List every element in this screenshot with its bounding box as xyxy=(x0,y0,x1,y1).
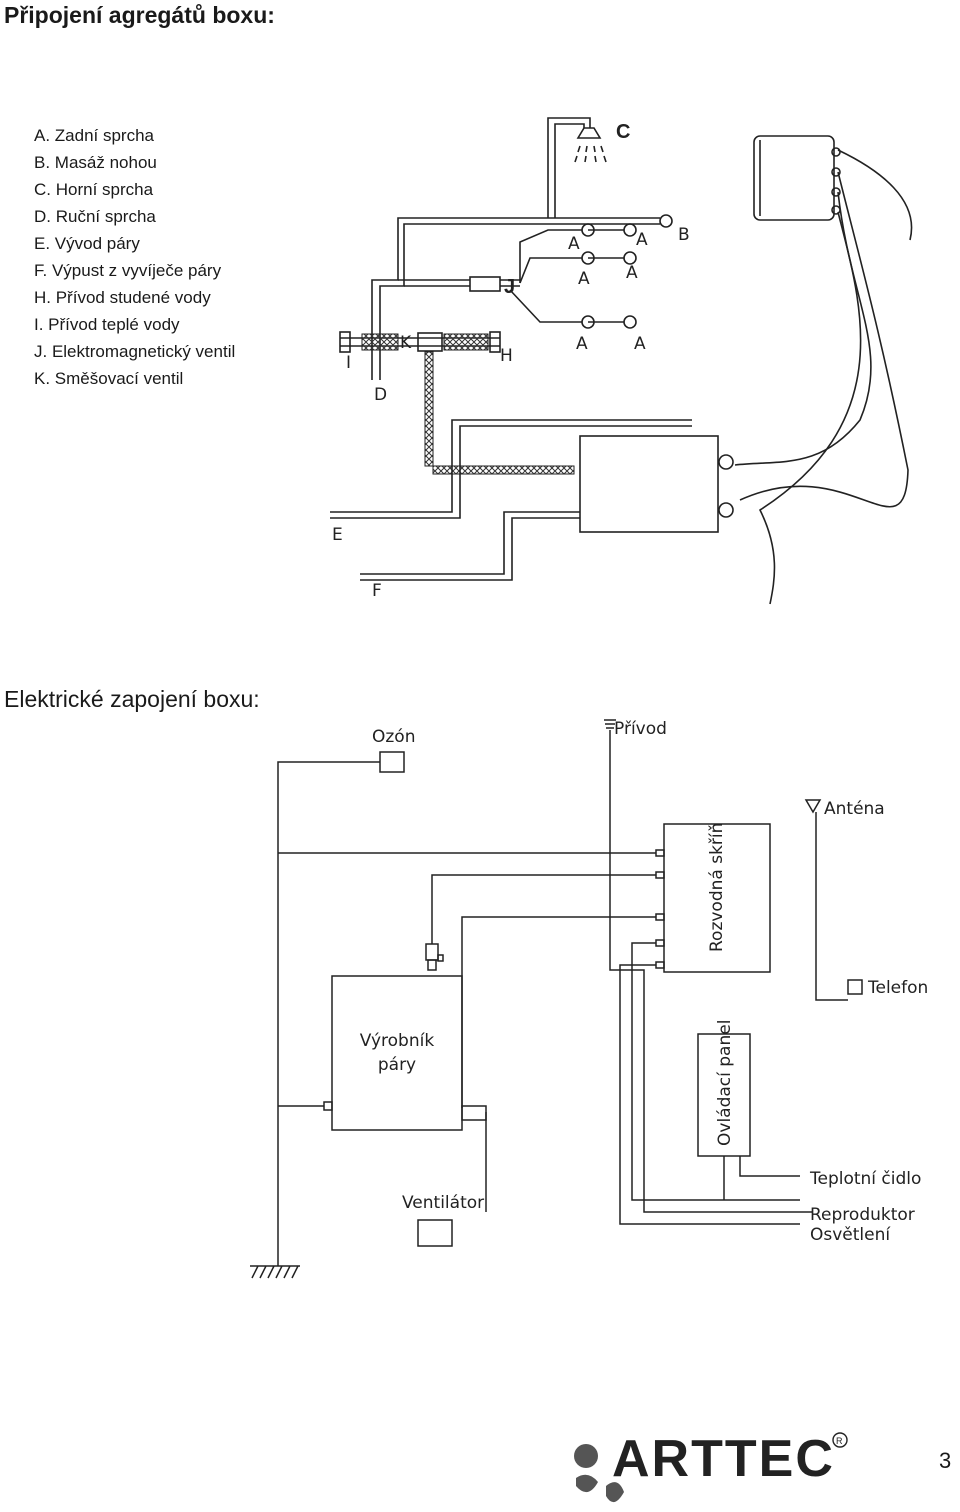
legend-item: I. Přívod teplé vody xyxy=(34,315,180,334)
label-a: A xyxy=(634,334,646,354)
pipe-steam-drain xyxy=(360,511,580,581)
label-b: B xyxy=(678,225,690,245)
label-temperature-sensor: Teplotní čidlo xyxy=(809,1169,921,1189)
label-control-panel: Ovládací panel xyxy=(715,1020,735,1146)
label-k: K xyxy=(400,333,412,353)
junction-box-icon xyxy=(753,135,835,221)
label-supply: Přívod xyxy=(614,719,667,739)
supply-icon xyxy=(604,719,616,729)
brand-logo: R ARTTEC xyxy=(574,1430,848,1503)
fan-box xyxy=(417,1219,453,1247)
label-a: A xyxy=(626,263,638,283)
pipe-steam-outlet xyxy=(330,419,692,519)
label-a: A xyxy=(636,230,648,250)
legend-item: J. Elektromagnetický ventil xyxy=(34,342,236,361)
label-a: A xyxy=(578,269,590,289)
label-antenna: Anténa xyxy=(824,799,885,819)
pipe-foot-massage xyxy=(397,217,660,258)
brand-wordmark: ARTTEC xyxy=(612,1430,835,1488)
label-speaker: Reproduktor xyxy=(810,1205,915,1225)
pipe-rear-shower xyxy=(519,229,582,283)
legend-item: K. Směšovací ventil xyxy=(34,369,184,388)
label-i: I xyxy=(346,353,351,373)
label-lighting: Osvětlení xyxy=(810,1225,891,1245)
label-f: F xyxy=(372,581,382,601)
legend-list: A. Zadní sprcha B. Masáž nohou C. Horní … xyxy=(34,122,235,392)
page-title: Připojení agregátů boxu: xyxy=(4,2,275,28)
legend-item: A. Zadní sprcha xyxy=(34,126,155,145)
label-telephone: Telefon xyxy=(867,978,928,998)
telephone-box xyxy=(847,979,863,995)
legend-item: F. Výpust z vyvíječe páry xyxy=(34,261,222,280)
steam-generator xyxy=(579,435,719,533)
legend-item: B. Masáž nohou xyxy=(34,153,157,172)
electrical-diagram: Ozón Přívod Anténa Rozvodná skříň Telefo… xyxy=(250,719,928,1279)
page-number: 3 xyxy=(939,1448,952,1473)
pipe-upper-shower xyxy=(547,117,591,218)
plumbing-diagram: C A A B A A J K A A I H D E F xyxy=(330,117,913,605)
label-c: C xyxy=(616,121,630,143)
ground-icon xyxy=(250,1265,300,1279)
label-a: A xyxy=(568,234,580,254)
steam-generator-box xyxy=(331,975,463,1131)
legend-item: E. Vývod páry xyxy=(34,234,140,253)
mixing-valve xyxy=(417,332,443,352)
label-a: A xyxy=(576,334,588,354)
legend-item: H. Přívod studené vody xyxy=(34,288,211,307)
legend-item: C. Horní sprcha xyxy=(34,180,154,199)
ozone-box xyxy=(379,751,405,773)
antenna-icon xyxy=(804,799,822,814)
label-e: E xyxy=(332,525,343,545)
distribution-box xyxy=(663,823,771,973)
svg-text:R: R xyxy=(836,1436,843,1446)
label-fan: Ventilátor xyxy=(402,1193,484,1213)
label-d: D xyxy=(374,385,387,405)
legend-item: D. Ruční sprcha xyxy=(34,207,156,226)
label-steam-generator: páry xyxy=(378,1055,416,1075)
solenoid-valve xyxy=(469,276,501,292)
label-distribution-box: Rozvodná skříň xyxy=(707,823,727,952)
section-title-electrical: Elektrické zapojení boxu: xyxy=(4,686,260,712)
label-ozone: Ozón xyxy=(372,727,415,747)
hose-hatched xyxy=(424,351,575,475)
shower-head-icon xyxy=(576,127,602,139)
label-h: H xyxy=(500,346,513,366)
label-steam-generator: Výrobník xyxy=(360,1031,435,1051)
label-j: J xyxy=(504,276,515,298)
